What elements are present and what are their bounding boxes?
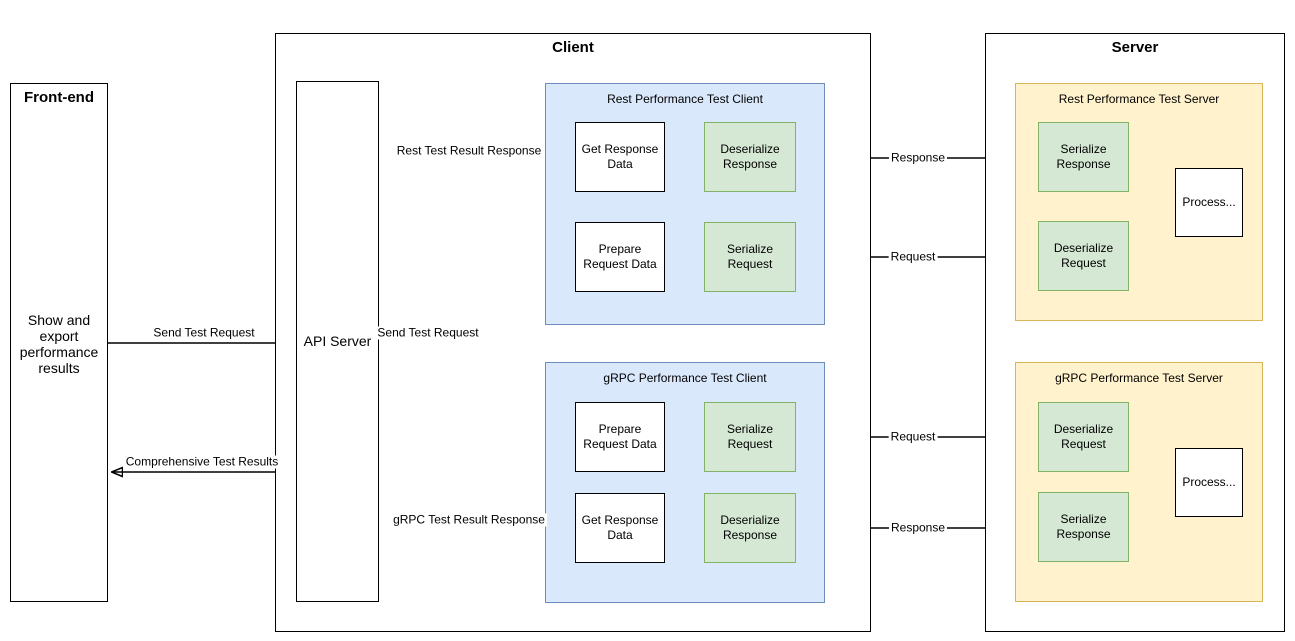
grpc-server-title: gRPC Performance Test Server <box>1055 371 1223 385</box>
grpc-client-title: gRPC Performance Test Client <box>603 371 767 385</box>
edge-label-request-rest: Request <box>888 249 938 264</box>
edge-label-response-grpc: Response <box>888 520 948 535</box>
grpc-client-group: gRPC Performance Test Client <box>545 362 825 603</box>
grpc-client-serialize-label: Serialize Request <box>726 422 774 451</box>
rest-server-serialize-label: Serialize Response <box>1056 142 1111 171</box>
rest-client-get-response-box: Get Response Data <box>575 122 665 192</box>
edge-label-request-grpc: Request <box>888 429 938 444</box>
grpc-client-serialize-box: Serialize Request <box>704 402 796 472</box>
edge-label-send-test-request-api: Send Test Request <box>375 325 481 340</box>
rest-client-get-response-label: Get Response Data <box>581 142 659 171</box>
grpc-server-deserialize-label: Deserialize Request <box>1053 422 1114 451</box>
edge-label-response-rest: Response <box>888 150 948 165</box>
rest-client-serialize-box: Serialize Request <box>704 222 796 292</box>
rest-client-title: Rest Performance Test Client <box>607 92 763 106</box>
rest-client-prepare-box: Prepare Request Data <box>575 222 665 292</box>
grpc-server-serialize-box: Serialize Response <box>1038 492 1129 562</box>
edge-label-grpc-result-response: gRPC Test Result Response <box>391 512 547 527</box>
grpc-client-prepare-label: Prepare Request Data <box>583 422 657 451</box>
grpc-client-deserialize-label: Deserialize Response <box>720 513 780 542</box>
grpc-client-get-response-label: Get Response Data <box>581 513 659 542</box>
rest-client-deserialize-box: Deserialize Response <box>704 122 796 192</box>
rest-client-prepare-label: Prepare Request Data <box>583 242 657 271</box>
grpc-server-process-label: Process... <box>1182 475 1236 489</box>
rest-client-serialize-label: Serialize Request <box>726 242 774 271</box>
grpc-server-serialize-label: Serialize Response <box>1056 512 1111 541</box>
rest-server-process-box: Process... <box>1175 168 1243 237</box>
frontend-box: Front-end Show and export performance re… <box>10 83 108 602</box>
edge-label-rest-result-response: Rest Test Result Response <box>394 143 544 158</box>
grpc-client-deserialize-box: Deserialize Response <box>704 493 796 563</box>
rest-server-deserialize-label: Deserialize Request <box>1053 241 1114 270</box>
grpc-server-deserialize-box: Deserialize Request <box>1038 402 1129 472</box>
grpc-client-prepare-box: Prepare Request Data <box>575 402 665 472</box>
rest-server-deserialize-box: Deserialize Request <box>1038 221 1129 291</box>
api-server-label: API Server <box>303 333 372 349</box>
rest-server-serialize-box: Serialize Response <box>1038 122 1129 192</box>
grpc-client-get-response-box: Get Response Data <box>575 493 665 563</box>
client-title: Client <box>552 39 594 56</box>
rest-server-process-label: Process... <box>1182 195 1236 209</box>
frontend-title: Front-end <box>24 89 94 106</box>
edge-label-send-test-request-frontend: Send Test Request <box>151 325 257 340</box>
edge-label-comprehensive-results: Comprehensive Test Results <box>123 454 281 469</box>
rest-server-title: Rest Performance Test Server <box>1058 92 1220 106</box>
rest-client-deserialize-label: Deserialize Response <box>720 142 780 171</box>
frontend-body-text: Show and export performance results <box>19 312 99 376</box>
server-title: Server <box>1111 39 1159 56</box>
grpc-server-process-box: Process... <box>1175 448 1243 517</box>
api-server-box: API Server <box>296 81 379 602</box>
